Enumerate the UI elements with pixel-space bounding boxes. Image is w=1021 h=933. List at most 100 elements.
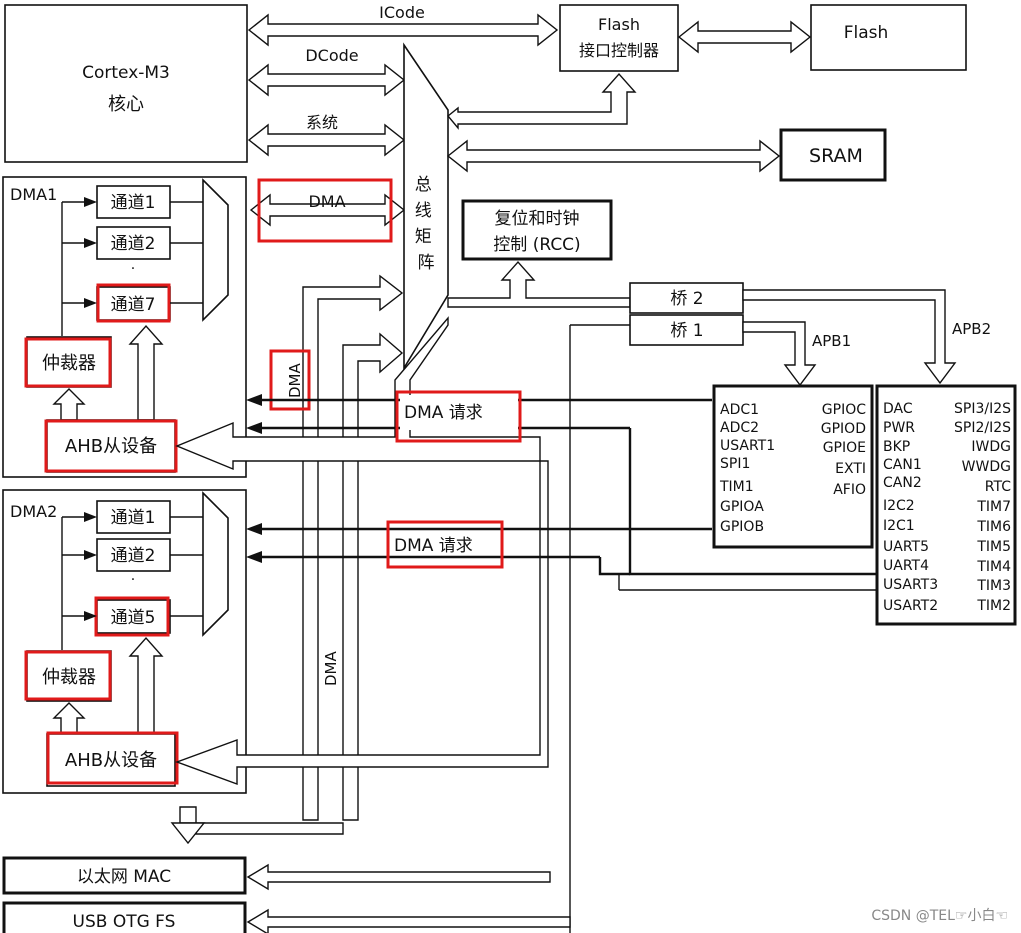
apb2-arrow xyxy=(742,289,957,385)
peripheral-item: ADC1 xyxy=(720,402,759,418)
peripheral-item: BKP xyxy=(883,439,910,455)
dma1-channel-1-label: 通道1 xyxy=(111,193,156,213)
dma-vertical-label-2: DMA xyxy=(322,651,340,686)
to-ethernet-arrow xyxy=(246,863,551,891)
arrowhead xyxy=(84,512,97,522)
peripheral-item: SPI1 xyxy=(720,456,750,472)
matrix-to-dma1-ahb-arrow xyxy=(175,316,541,471)
dma2-arbiter xyxy=(26,650,112,702)
bus-matrix-label: 总 线 矩 阵 xyxy=(415,175,437,273)
peripheral-item: SPI3/I2S xyxy=(954,401,1011,417)
bus-matrix-char: 线 xyxy=(415,201,432,221)
peripheral-item: TIM4 xyxy=(976,559,1011,575)
bridge-1-label: 桥 1 xyxy=(670,321,703,341)
dma1-controller: DMA1 通道1 通道2 · 通道7 仲裁器 AHB从设备 xyxy=(2,176,247,478)
peripheral-item: IWDG xyxy=(971,439,1011,455)
dma2-channel-1-label: 通道1 xyxy=(111,508,156,528)
dma-bus-label: DMA xyxy=(308,192,345,211)
apb1-peripherals: ADC1 ADC2 USART1 SPI1 TIM1 GPIOA GPIOB G… xyxy=(712,384,874,549)
dma2-arbiter-label: 仲裁器 xyxy=(42,667,96,688)
apb2-left-list: DAC PWR BKP CAN1 CAN2 I2C2 I2C1 UART5 UA… xyxy=(883,401,938,614)
dma2-master-arrow xyxy=(342,332,404,821)
peripheral-item: UART4 xyxy=(883,558,929,574)
peripheral-item: WWDG xyxy=(962,459,1011,475)
dma1-channel-ellipsis: · xyxy=(131,261,135,277)
dcode-label: DCode xyxy=(305,46,358,65)
dma1-multiplexer xyxy=(202,178,229,322)
ethernet-down-arrow xyxy=(170,822,206,845)
dma1-arbiter-highlight xyxy=(24,337,112,388)
rcc-input-arrow xyxy=(447,260,631,308)
dma1-ahb-slave-label: AHB从设备 xyxy=(65,436,157,457)
peripheral-item: USART3 xyxy=(883,577,938,593)
ethernet-mac-label: 以太网 MAC xyxy=(77,867,171,887)
sram-label: SRAM xyxy=(809,145,863,167)
peripheral-item: I2C1 xyxy=(883,518,915,534)
peripheral-item: GPIOC xyxy=(822,402,866,418)
peripheral-item: GPIOA xyxy=(720,499,764,515)
dma2-channel-5-label: 通道5 xyxy=(111,608,156,628)
cortex-m3-label: Cortex-M3 xyxy=(82,63,170,83)
dma-request-label-bg-1 xyxy=(400,395,518,430)
flash-interface-label: Flash xyxy=(598,15,640,34)
dma-bus: DMA xyxy=(249,178,406,243)
dma2-channel-ellipsis: · xyxy=(131,572,135,588)
dma1-channel-2-label: 通道2 xyxy=(111,234,156,254)
dma1-channel-7 xyxy=(96,286,171,321)
peripheral-item: TIM5 xyxy=(976,539,1011,555)
peripheral-item: GPIOE xyxy=(823,440,866,456)
apb2-peripherals: DAC PWR BKP CAN1 CAN2 I2C2 I2C1 UART5 UA… xyxy=(875,384,1017,626)
ahb-to-channels-arrow xyxy=(128,324,164,421)
arrowhead xyxy=(246,394,262,406)
arrowhead xyxy=(84,238,97,248)
dma2-channel-5 xyxy=(96,599,171,634)
dma-request-highlight-1 xyxy=(395,390,522,443)
dma2-channel-5-highlight xyxy=(94,596,170,637)
dma2-channel-2-label: 通道2 xyxy=(111,546,156,566)
arrowhead xyxy=(246,551,262,563)
dma-request-highlight-2 xyxy=(386,520,504,569)
peripheral-item: UART5 xyxy=(883,539,929,555)
cortex-m3-core: Cortex-M3 核心 xyxy=(4,4,248,163)
bus-matrix: 总 线 矩 阵 xyxy=(403,42,449,371)
arrowhead xyxy=(246,422,262,434)
flash-memory: Flash xyxy=(810,4,967,71)
peripheral-item: TIM1 xyxy=(719,479,754,495)
bus-matrix-char: 矩 xyxy=(415,227,432,247)
dcode-bus: DCode xyxy=(247,46,406,97)
arrowhead xyxy=(84,197,97,207)
bridge-2: 桥 2 xyxy=(629,282,744,314)
peripheral-item: CAN2 xyxy=(883,475,922,491)
dma2-request-lines xyxy=(246,523,712,576)
usb-otg-fs: USB OTG FS xyxy=(2,901,247,933)
flash-interface-sublabel: 接口控制器 xyxy=(579,41,659,60)
peripheral-item: EXTI xyxy=(835,461,866,477)
rcc-label: 复位和时钟 xyxy=(495,209,580,229)
usb-otg-label: USB OTG FS xyxy=(73,912,176,932)
dma2-title: DMA2 xyxy=(10,502,57,521)
peripheral-item: SPI2/I2S xyxy=(954,420,1011,436)
dma-bus-highlight xyxy=(257,178,393,243)
peripheral-item: I2C2 xyxy=(883,498,915,514)
peripheral-item: USART2 xyxy=(883,598,938,614)
peripheral-item: RTC xyxy=(985,479,1011,495)
arrowhead xyxy=(246,523,262,535)
arrowhead xyxy=(84,550,97,560)
dma2-ahb-slave-label: AHB从设备 xyxy=(65,750,157,771)
system-bus-label: 系统 xyxy=(306,113,338,132)
ahb-to-channels-arrow xyxy=(128,636,164,735)
arrowhead xyxy=(84,298,97,308)
dma2-arbiter-highlight xyxy=(24,650,112,701)
dma-request-label-2: DMA 请求 xyxy=(394,536,473,556)
peripheral-item: ADC2 xyxy=(720,420,759,436)
peripheral-item: USART1 xyxy=(720,438,775,454)
system-bus: 系统 xyxy=(247,113,406,157)
watermark: CSDN @TEL☞小白☜ xyxy=(871,908,1008,924)
dma2-controller: DMA2 通道1 通道2 · 通道5 仲裁器 AHB从设备 xyxy=(2,489,247,794)
to-usb-arrow xyxy=(246,908,571,933)
icode-label: ICode xyxy=(379,3,425,22)
apb1-left-list: ADC1 ADC2 USART1 SPI1 TIM1 GPIOA GPIOB xyxy=(719,402,775,535)
peripheral-item: TIM7 xyxy=(976,499,1011,515)
rcc-sublabel: 控制 (RCC) xyxy=(493,235,580,255)
